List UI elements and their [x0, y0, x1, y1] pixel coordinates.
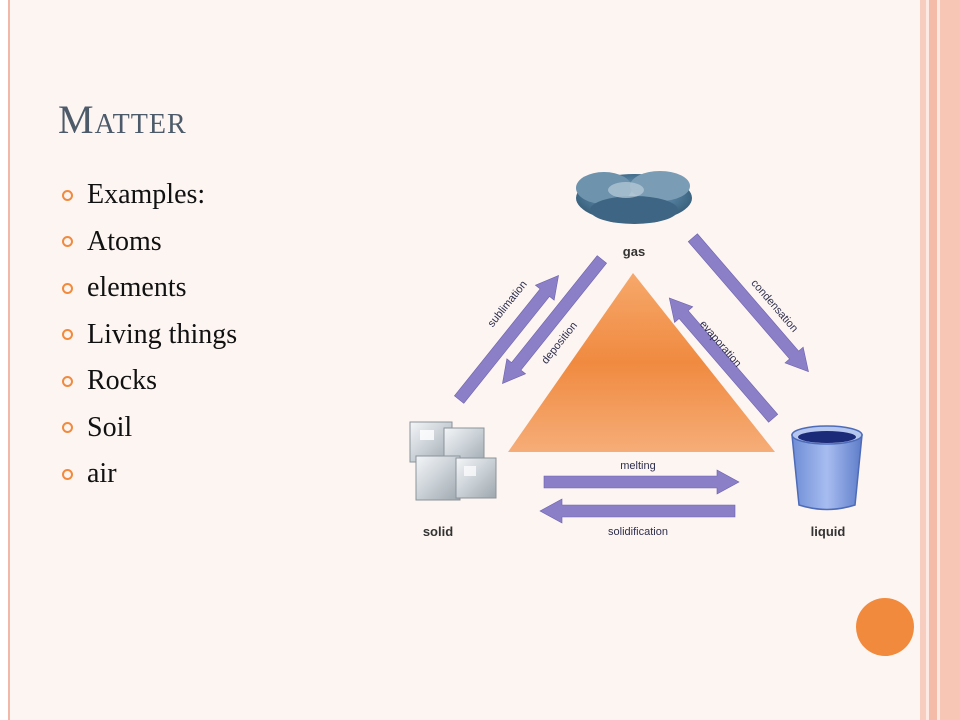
- condensation-arrow: [687, 233, 809, 373]
- bullet-item: elements: [62, 265, 237, 312]
- bullet-circle-icon: [62, 282, 73, 294]
- gas-label: gas: [623, 244, 645, 259]
- states-of-matter-diagram: sublimation deposition condensation evap…: [409, 171, 863, 539]
- bullet-item: Soil: [62, 405, 237, 452]
- bullet-text: Atoms: [87, 225, 162, 257]
- central-triangle: [508, 273, 775, 452]
- solid-label: solid: [423, 524, 453, 539]
- bullet-list: Examples: Atoms elements Living things R…: [62, 172, 237, 498]
- melting-arrow: [543, 469, 740, 495]
- bullet-text: Rocks: [87, 365, 157, 397]
- melting-label: melting: [620, 460, 655, 472]
- liquid-label: liquid: [811, 524, 846, 539]
- evaporation-arrow: [668, 297, 779, 423]
- bullet-circle-icon: [62, 189, 73, 201]
- slide-title: Matter: [58, 97, 187, 142]
- solidification-label: solidification: [608, 526, 668, 538]
- bullet-circle-icon: [62, 236, 73, 248]
- bullet-item: Atoms: [62, 219, 237, 266]
- bullet-text: Living things: [87, 318, 238, 350]
- liquid-cup-image: [791, 425, 863, 511]
- left-border-line: [0, 0, 10, 720]
- slide: Matter Examples: Atoms elements Living t…: [10, 0, 920, 720]
- solidification-arrow: [539, 498, 736, 524]
- bullet-circle-icon: [62, 329, 73, 341]
- bullet-circle-icon: [62, 375, 73, 387]
- gas-cloud-image: [576, 171, 692, 224]
- bullet-text: air: [87, 458, 117, 490]
- deposition-arrow: [502, 255, 607, 384]
- sublimation-arrow: [454, 275, 559, 404]
- bullet-text: elements: [87, 272, 187, 304]
- bullet-circle-icon: [62, 422, 73, 434]
- bullet-item: Living things: [62, 312, 237, 359]
- decorative-orange-circle: [856, 598, 914, 656]
- bullet-item: Examples:: [62, 172, 237, 219]
- solid-ice-cubes-image: [409, 421, 497, 501]
- bullet-item: Rocks: [62, 358, 237, 405]
- bullet-text: Soil: [87, 411, 133, 443]
- right-decorative-stripes: [920, 0, 960, 720]
- bullet-circle-icon: [62, 468, 73, 480]
- bullet-text: Examples:: [87, 179, 206, 211]
- bullet-item: air: [62, 451, 237, 498]
